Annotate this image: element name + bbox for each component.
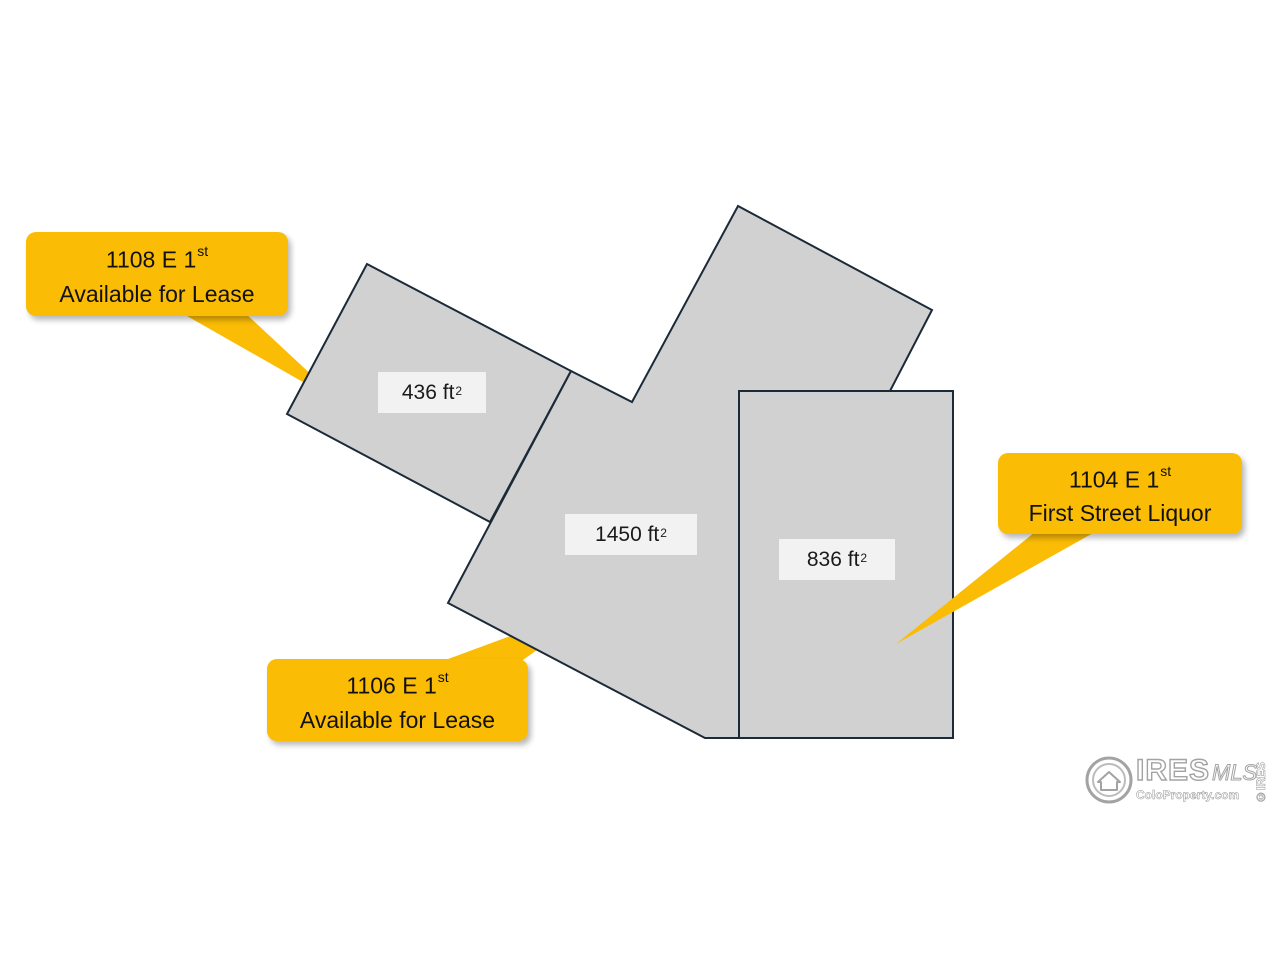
area-value: 436 ft (401, 380, 455, 404)
unit-1108-callout: 1108 E 1st Available for Lease (26, 232, 288, 316)
area-unit-exponent: 2 (660, 525, 667, 540)
watermark-mls: MLS (1211, 760, 1258, 786)
callout-status: Available for Lease (59, 280, 255, 307)
callout-address: 1108 E 1st (105, 243, 209, 273)
unit-1104-callout: 1104 E 1st First Street Liquor (998, 453, 1242, 534)
callout-tenant: First Street Liquor (1028, 500, 1212, 527)
watermark-vertical-text: ©IRES (1254, 762, 1269, 805)
area-value: 836 ft (806, 547, 860, 571)
area-unit-exponent: 2 (455, 383, 463, 398)
unit-1106-callout: 1106 E 1st Available for Lease (267, 659, 528, 741)
house-circle-logo-icon (1085, 756, 1133, 804)
area-value: 1450 ft (595, 522, 660, 546)
ires-mls-watermark: IRES MLS ColoProperty.com ©IRES (1084, 752, 1274, 812)
callout-pointer-1104 (896, 528, 1102, 644)
callout-status: Available for Lease (299, 706, 496, 733)
watermark-site: ColoProperty.com (1136, 788, 1240, 803)
watermark-brand: IRES (1135, 753, 1211, 787)
area-unit-exponent: 2 (860, 550, 868, 565)
callout-address: 1104 E 1st (1068, 462, 1172, 493)
callout-address: 1106 E 1st (346, 669, 449, 699)
